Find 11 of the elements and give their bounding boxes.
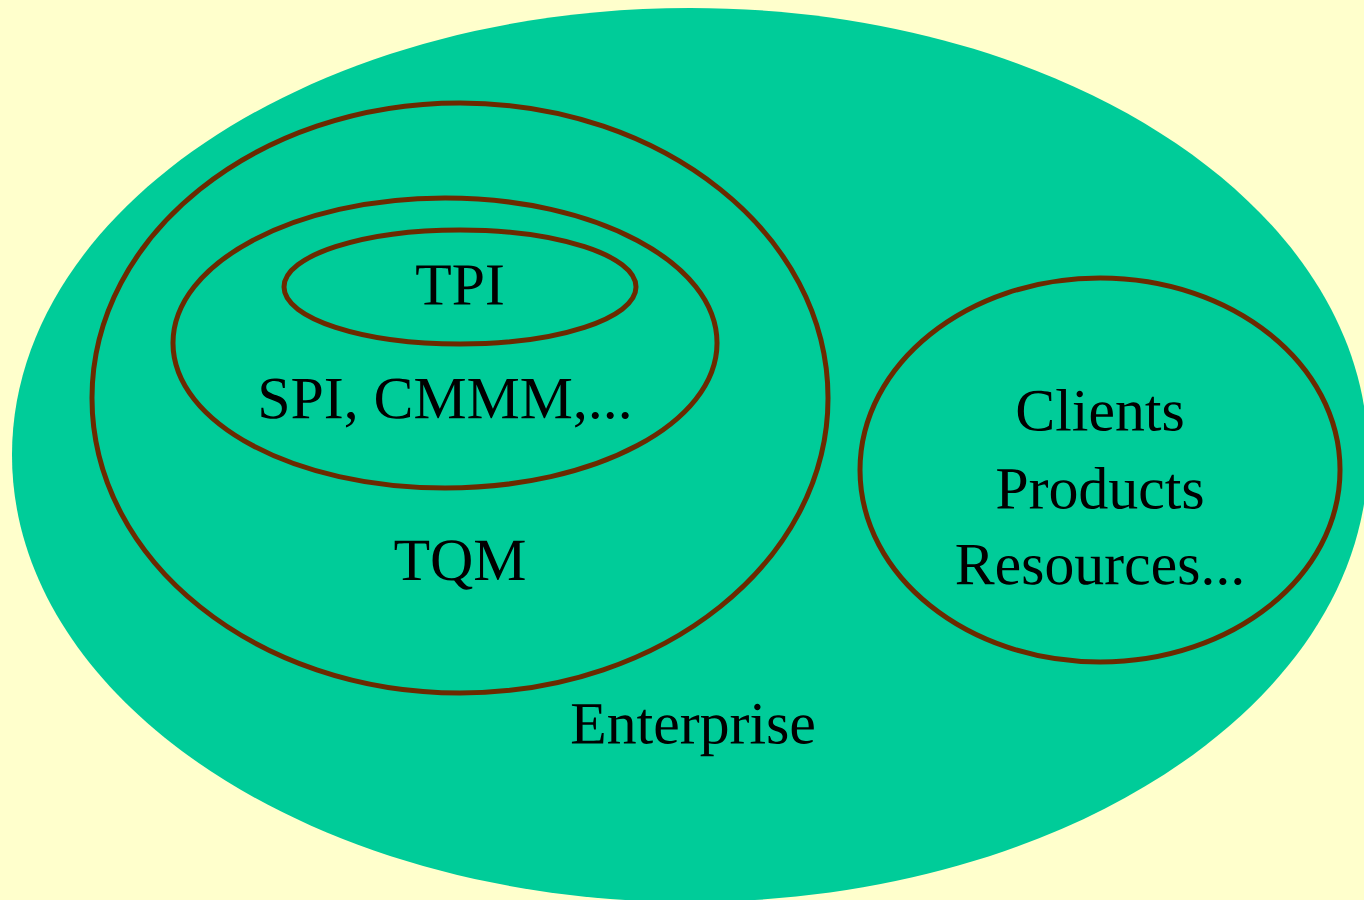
node-label: SPI, CMMM,... <box>261 378 629 428</box>
ellipse-outline <box>170 195 720 491</box>
ellipse-outline <box>281 227 639 347</box>
node-label: TQM <box>394 540 525 590</box>
node-label: Resources... <box>956 545 1242 585</box>
node-label: Products <box>997 466 1203 510</box>
node-label: Clients <box>1017 388 1183 432</box>
node-label: Enterprise <box>571 703 814 757</box>
ellipse-outline <box>857 275 1343 665</box>
ellipse-outline <box>89 100 831 696</box>
node-label: TPI <box>416 265 503 305</box>
